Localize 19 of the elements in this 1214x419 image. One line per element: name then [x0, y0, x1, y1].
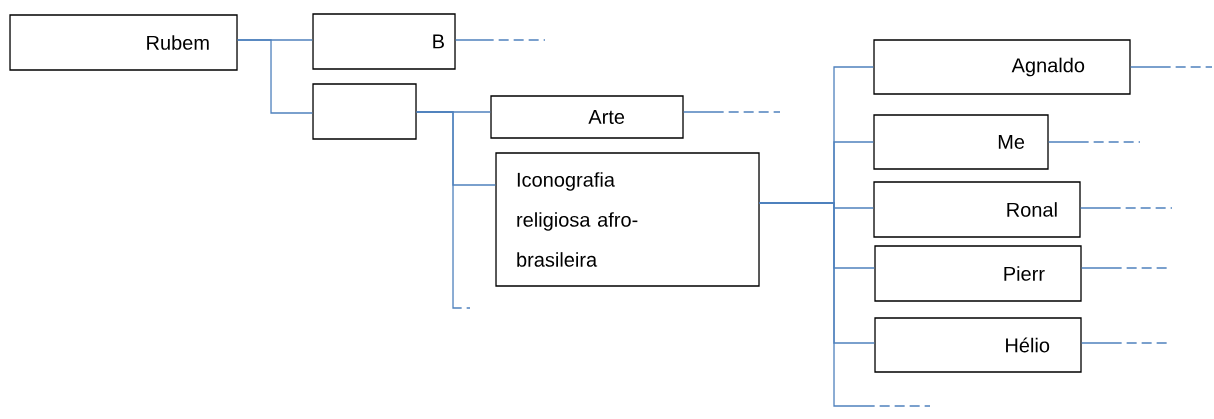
connector-line [416, 111, 471, 309]
empty-box [312, 83, 417, 140]
connector-line [1080, 207, 1173, 209]
connector-line [683, 111, 781, 113]
name-box: Hélio [874, 317, 1082, 373]
name-box: Ronal [873, 181, 1081, 238]
name-box: Me [873, 114, 1049, 170]
connector-line [455, 39, 546, 41]
connector-line [237, 39, 313, 114]
name-box: Arte [490, 95, 684, 139]
name-box: Rubem [9, 14, 238, 71]
connector-line [1130, 66, 1213, 68]
name-box: B [312, 13, 456, 70]
name-box: Pierr [874, 245, 1082, 302]
connector-line [1048, 141, 1141, 143]
connector-line [759, 202, 931, 407]
text-box: Iconografia religiosa afro-brasileira [495, 152, 760, 287]
name-box: Agnaldo [873, 39, 1131, 95]
connector-line [1081, 342, 1169, 344]
